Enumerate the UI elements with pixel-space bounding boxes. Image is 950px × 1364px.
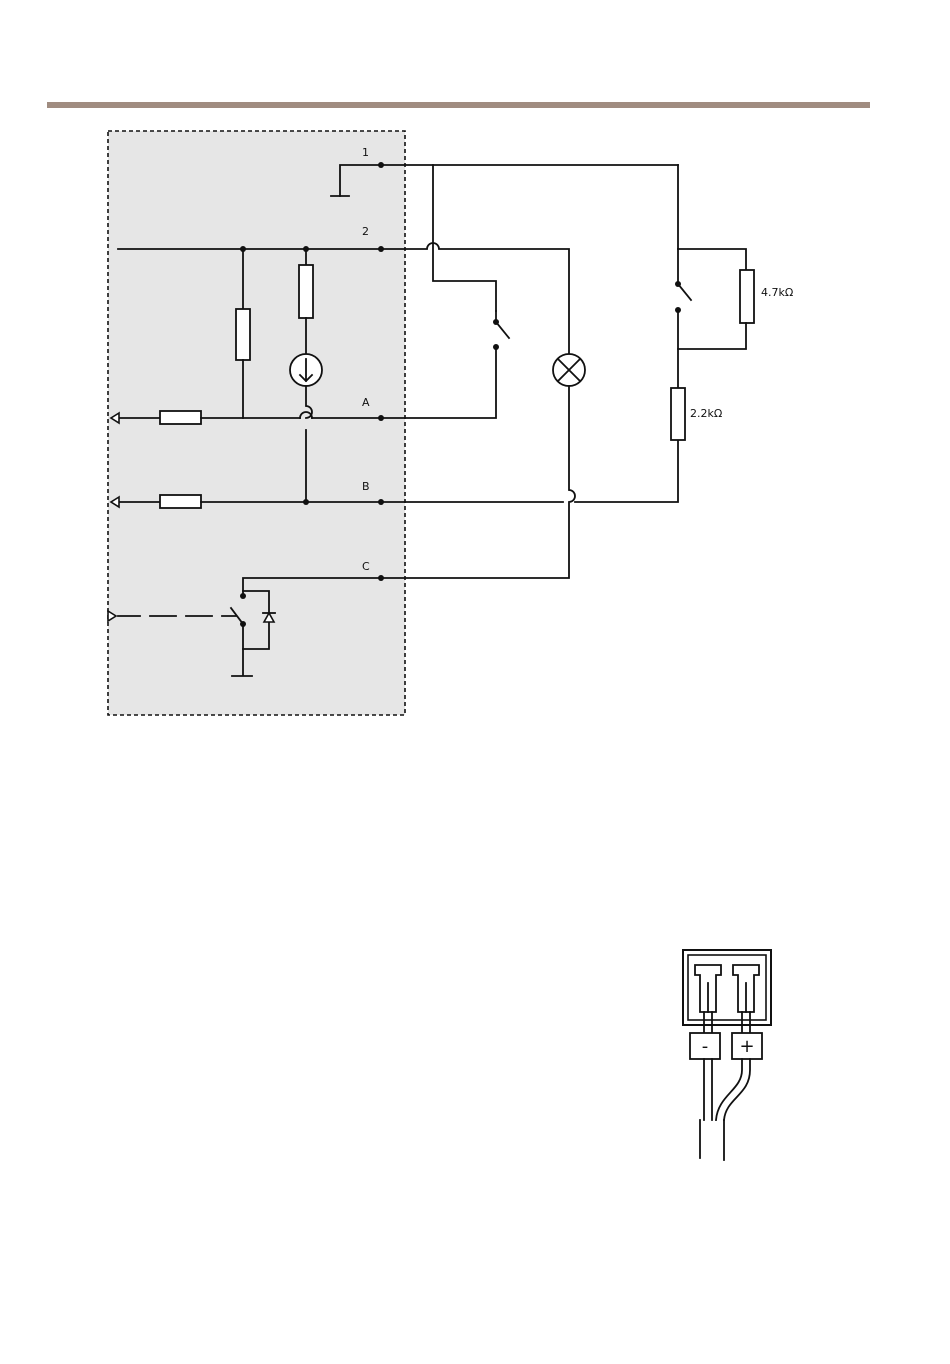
plus-label: +: [739, 1036, 754, 1057]
terminal-block: [683, 950, 771, 1025]
cable-jacket: [700, 1120, 724, 1160]
minus-label: -: [702, 1036, 709, 1057]
